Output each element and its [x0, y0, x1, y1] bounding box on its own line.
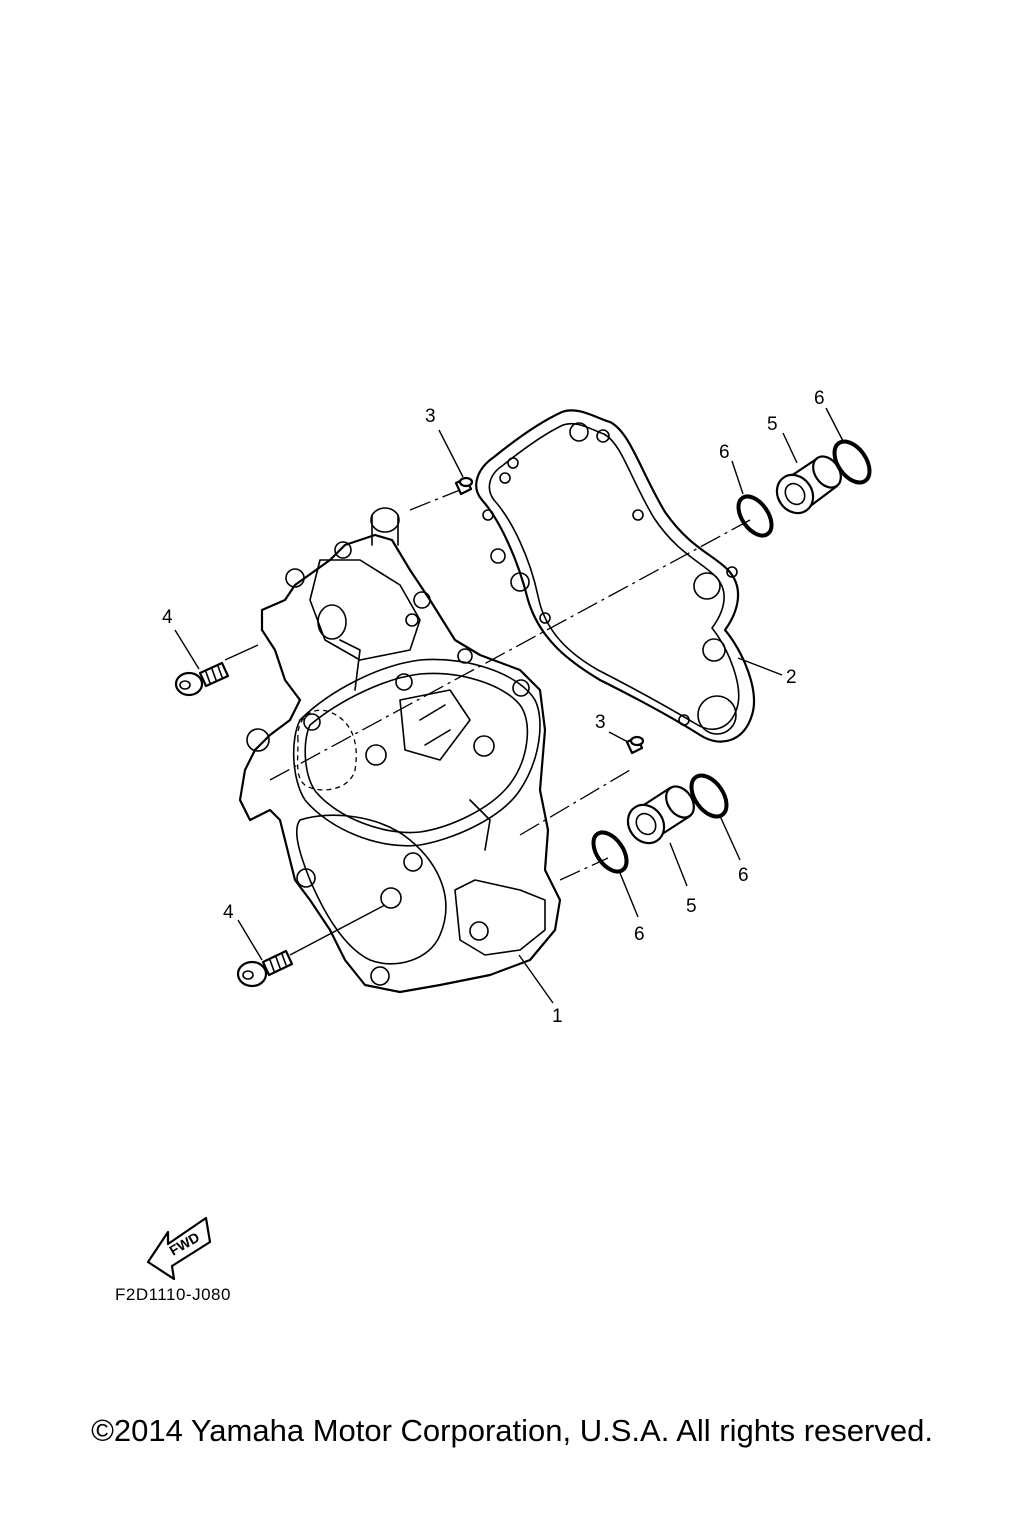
assembly-axes: [224, 489, 751, 956]
o-ring-d: [591, 830, 629, 874]
callout-6-upper: 6: [719, 442, 730, 463]
callout-4-upper: 4: [162, 607, 173, 628]
diagram-code: F2D1110-J080: [115, 1285, 231, 1304]
callout-1: 1: [552, 1006, 563, 1027]
callout-5-upper: 5: [767, 414, 778, 435]
leader-lines: [174, 407, 844, 1004]
bolt-lower: [236, 949, 294, 988]
o-ring-a: [832, 439, 872, 485]
callout-3-lower: 3: [595, 712, 606, 733]
callout-5-lower: 5: [686, 896, 697, 917]
callout-6-lower: 6: [634, 924, 645, 945]
dowel-pin-upper: [454, 476, 474, 496]
callout-4-lower: 4: [223, 902, 234, 923]
fwd-arrow-icon: FWD: [146, 1216, 212, 1281]
o-ring-c: [689, 773, 729, 819]
callout-6-top: 6: [814, 388, 825, 409]
callout-2: 2: [786, 667, 797, 688]
callout-numbers: 1 2 3 3 4 4 5 5 6 6 6 6: [162, 388, 825, 1027]
crankcase-cover: [238, 507, 562, 994]
callout-6-right: 6: [738, 865, 749, 886]
dowel-pin-lower: [625, 735, 645, 755]
gasket: [475, 409, 755, 743]
bolt-upper: [174, 661, 230, 697]
copyright-notice: ©2014 Yamaha Motor Corporation, U.S.A. A…: [91, 1413, 933, 1448]
callout-3-upper: 3: [425, 406, 436, 427]
o-ring-b: [736, 494, 774, 538]
collar-lower: [626, 785, 695, 845]
collar-upper: [775, 455, 842, 515]
